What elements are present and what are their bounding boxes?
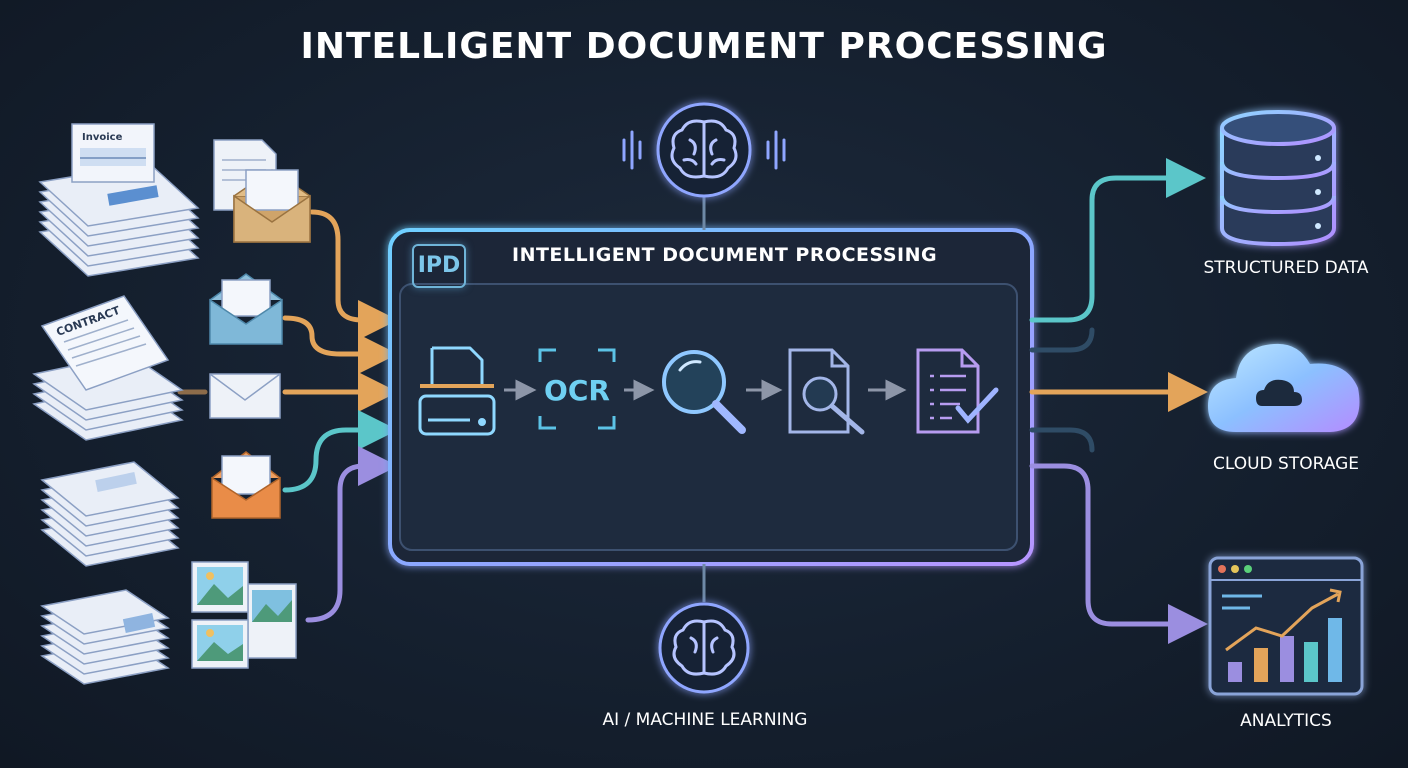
output-label-structured-data: STRUCTURED DATA [1203, 258, 1369, 278]
invoice-label: Invoice [82, 132, 123, 143]
analytics-icon [1208, 556, 1364, 696]
envelope-white-icon [209, 373, 281, 419]
envelope-orange-icon [211, 451, 281, 519]
output-connectors [1029, 158, 1208, 644]
ocr-label: OCR [544, 374, 610, 407]
brain-icon-bottom [658, 602, 750, 694]
envelope-blue-icon [209, 273, 283, 345]
document-search-icon [788, 348, 865, 435]
envelope-icon [213, 139, 311, 243]
panel-title: INTELLIGENT DOCUMENT PROCESSING [512, 244, 938, 266]
input-connectors [177, 209, 398, 623]
document-stack-icon [40, 589, 170, 685]
ipd-badge: IPD [412, 244, 466, 288]
ai-label: AI / MACHINE LEARNING [602, 710, 808, 730]
cloud-icon [1208, 343, 1360, 432]
image-icon [191, 561, 297, 669]
output-label-cloud-storage: CLOUD STORAGE [1213, 454, 1359, 474]
magnifier-icon [662, 350, 746, 434]
output-label-analytics: ANALYTICS [1240, 711, 1332, 731]
checklist-icon [916, 348, 999, 434]
ocr-icon [538, 348, 616, 430]
form-stack-icon [40, 461, 180, 567]
brain-icon [622, 102, 786, 198]
invoice-stack-icon: Invoice [38, 123, 200, 277]
contract-stack-icon: CONTRACT [32, 295, 184, 441]
page-title: INTELLIGENT DOCUMENT PROCESSING [300, 26, 1108, 67]
scanner-icon [418, 346, 496, 436]
database-icon [1220, 110, 1336, 247]
